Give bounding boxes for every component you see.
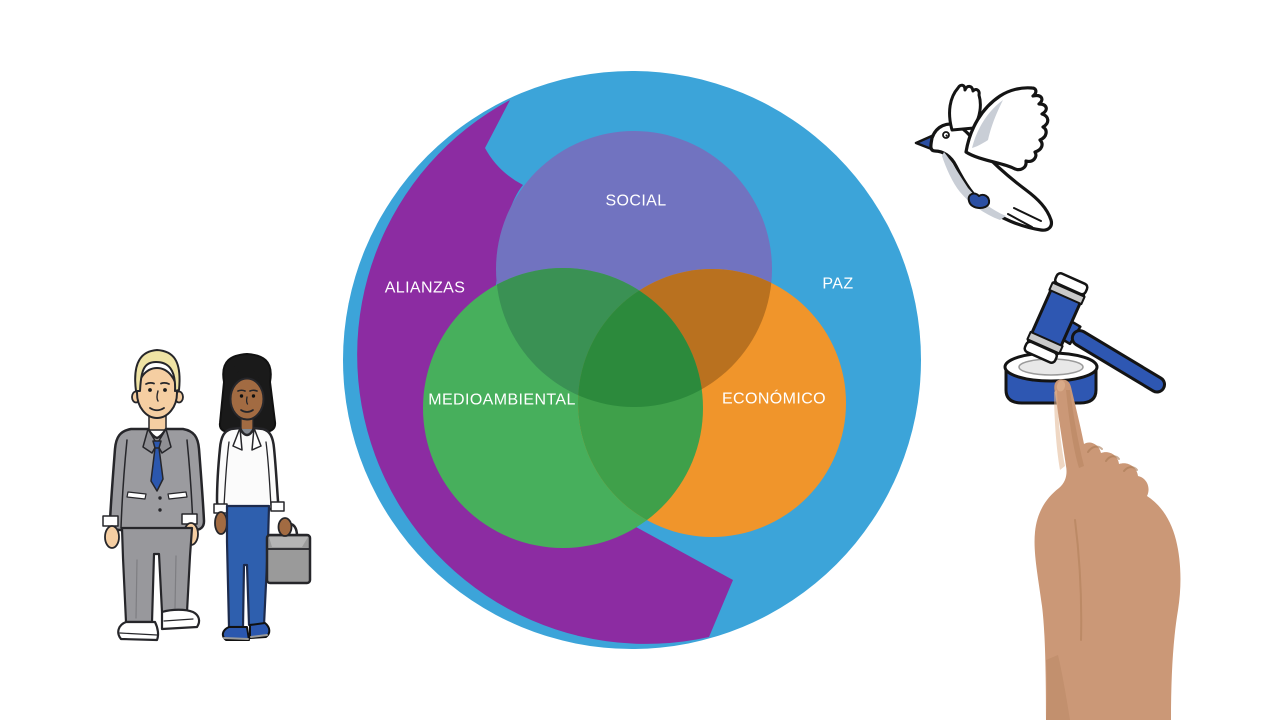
hand-tendon-line <box>1074 519 1083 641</box>
man-eyebrows <box>145 381 170 385</box>
man-shoe-left <box>117 620 160 642</box>
woman-shoe-soles <box>223 634 268 640</box>
man-pocket-left <box>126 491 147 500</box>
hand-knuckle-creases <box>1087 445 1138 472</box>
venn-diagram: SOCIAL ALIANZAS PAZ MEDIOAMBIENTAL ECONÓ… <box>343 71 921 649</box>
dove-belly-shade <box>942 152 1006 220</box>
briefcase-icon <box>265 517 312 585</box>
dove-icon <box>914 83 1054 232</box>
woman-hand-right <box>277 517 293 537</box>
business-people-illustration <box>102 349 312 642</box>
man-hair <box>134 349 181 392</box>
man-shoe-lines <box>119 618 194 636</box>
man-lapels <box>142 428 172 454</box>
woman-jacket <box>215 426 280 511</box>
briefcase-highlight <box>269 537 308 547</box>
hand-outline <box>1034 379 1181 720</box>
man-eye-left <box>148 388 152 392</box>
man-nose <box>156 390 159 402</box>
man-pant-creases <box>135 555 177 619</box>
label-alianzas: ALIANZAS <box>385 280 466 297</box>
woman-hair-fringe <box>230 359 264 390</box>
man-pocket-right <box>167 491 188 500</box>
label-social: SOCIAL <box>605 193 666 210</box>
woman-hand-left <box>214 511 228 535</box>
gavel-icon <box>1003 272 1167 405</box>
overlap-triple <box>578 269 703 407</box>
gavel-head <box>1023 272 1089 364</box>
pointing-hand-illustration <box>1034 379 1181 720</box>
woman-cuff-right <box>270 501 285 512</box>
label-paz: PAZ <box>822 276 853 293</box>
hand-finger-highlight <box>1054 390 1065 470</box>
hand-wrist-shade <box>1046 655 1070 720</box>
hand-finger-shade <box>1066 390 1084 468</box>
woman-shoe-right <box>249 622 271 639</box>
dove-wing-back <box>948 83 982 132</box>
woman-mouth <box>240 409 254 413</box>
man-eye-right <box>163 388 167 392</box>
businesswoman-figure <box>213 353 312 641</box>
label-economico: ECONÓMICO <box>722 389 826 408</box>
man-mouth <box>149 407 165 412</box>
woman-collar <box>232 427 262 451</box>
man-button-top <box>158 496 162 500</box>
dove-pupil <box>945 134 948 137</box>
man-cuff-left <box>102 515 119 527</box>
dove-tail-feather-lines <box>1007 207 1042 228</box>
man-button-bottom <box>158 508 162 512</box>
dove-wing-front <box>964 86 1050 172</box>
man-tie <box>150 440 164 492</box>
woman-jeans <box>225 504 271 629</box>
businessman-figure <box>102 349 206 642</box>
woman-shoe-left <box>221 626 250 641</box>
woman-nose <box>245 396 249 405</box>
man-pants <box>120 526 194 624</box>
woman-eye-left <box>239 394 244 398</box>
hand-fingernail <box>1056 380 1066 392</box>
label-medioambiental: MEDIOAMBIENTAL <box>428 392 576 409</box>
dove-wing-shade <box>972 100 1003 148</box>
partnership-arc-alianzas <box>357 100 733 644</box>
dove-feet <box>967 192 991 209</box>
woman-eyebrows <box>237 389 258 392</box>
woman-eye-right <box>251 394 256 398</box>
man-hand-left <box>104 525 120 549</box>
